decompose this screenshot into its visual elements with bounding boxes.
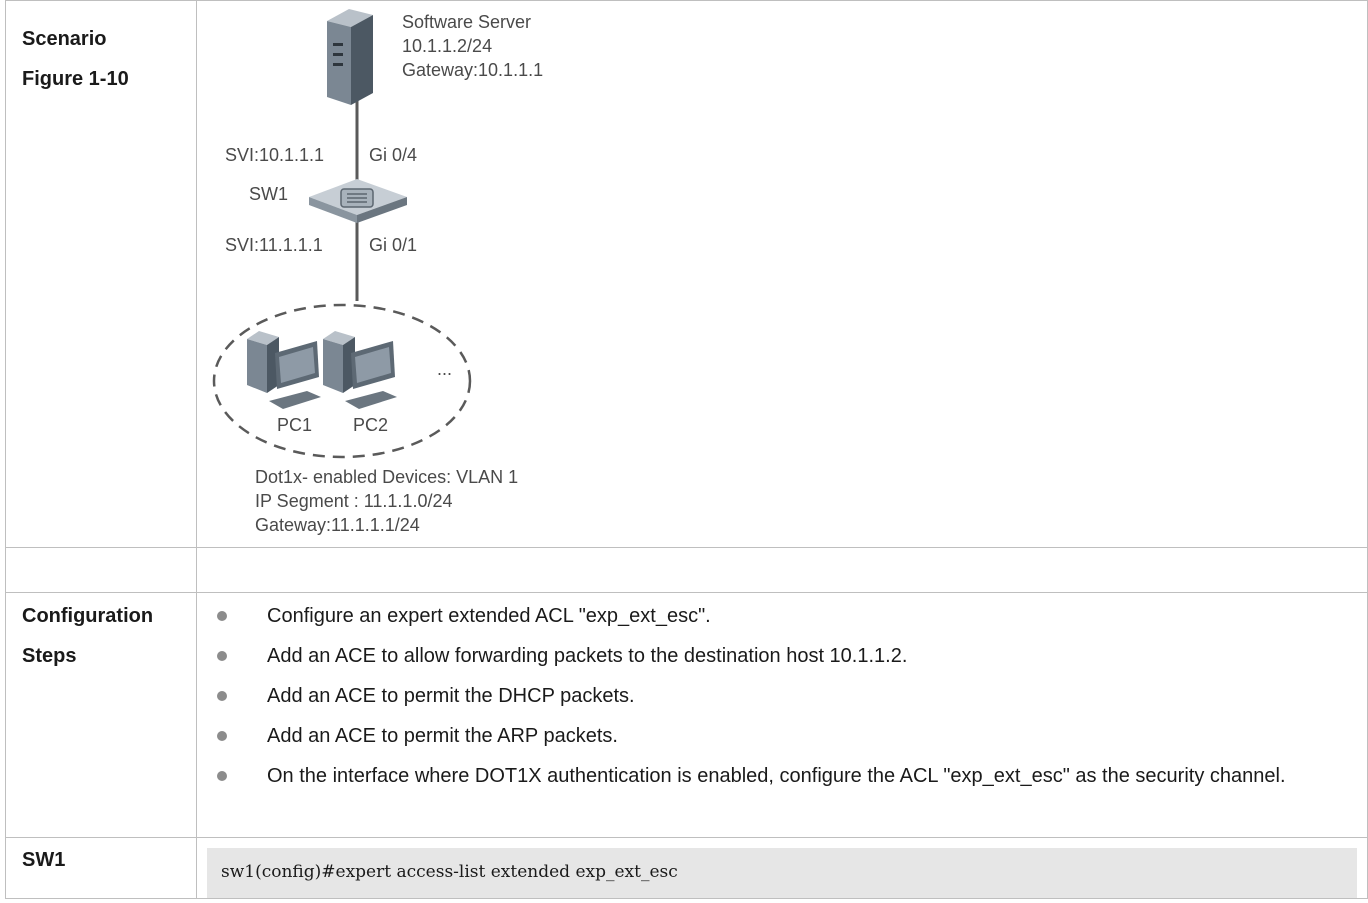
step-text: Add an ACE to allow forwarding packets t… <box>267 645 908 667</box>
server-name: Software Server <box>402 12 532 32</box>
server-ip: 10.1.1.2/24 <box>402 36 493 56</box>
configuration-label-cell: Configuration Steps <box>5 592 197 838</box>
server-gateway: Gateway:10.1.1.1 <box>402 60 544 80</box>
sw1-label: SW1 <box>22 849 66 871</box>
server-icon <box>327 9 373 105</box>
bullet-icon <box>217 771 227 781</box>
switch-name-label: SW1 <box>249 184 289 204</box>
scenario-label-cell: Scenario Figure 1-10 <box>5 0 197 548</box>
bullet-icon <box>217 611 227 621</box>
step-item: Add an ACE to permit the DHCP packets. <box>197 676 1367 716</box>
steps-label: Steps <box>22 645 77 667</box>
figure-label: Figure 1-10 <box>22 68 129 90</box>
step-text: On the interface where DOT1X authenticat… <box>267 765 1286 787</box>
empty-label-cell <box>5 547 197 593</box>
devices-ip-segment-label: IP Segment : 11.1.1.0/24 <box>255 491 453 511</box>
bullet-icon <box>217 691 227 701</box>
switch-icon <box>309 179 407 223</box>
step-text: Configure an expert extended ACL "exp_ex… <box>267 605 711 627</box>
scenario-label: Scenario <box>22 28 107 50</box>
config-table: Scenario Figure 1-10 <box>5 0 1368 899</box>
step-item: Add an ACE to allow forwarding packets t… <box>197 636 1367 676</box>
cli-command-block: sw1(config)#expert access-list extended … <box>207 848 1357 898</box>
pc2-icon <box>323 331 397 409</box>
scenario-diagram-cell: Software Server 10.1.1.2/24 Gateway:10.1… <box>196 0 1368 548</box>
step-text: Add an ACE to permit the ARP packets. <box>267 725 618 747</box>
step-item: On the interface where DOT1X authenticat… <box>197 756 1367 796</box>
bullet-icon <box>217 651 227 661</box>
network-diagram: Software Server 10.1.1.2/24 Gateway:10.1… <box>197 1 1367 547</box>
sw1-label-cell: SW1 <box>5 837 197 899</box>
configuration-steps-cell: Configure an expert extended ACL "exp_ex… <box>196 592 1368 838</box>
pc1-label: PC1 <box>277 415 313 435</box>
devices-gateway-label: Gateway:11.1.1.1/24 <box>255 515 420 535</box>
svi-bottom-label: SVI:11.1.1.1 <box>225 235 323 255</box>
bullet-icon <box>217 731 227 741</box>
svi-top-label: SVI:10.1.1.1 <box>225 145 325 165</box>
topology-graphic <box>212 9 472 459</box>
configuration-label: Configuration <box>22 605 154 627</box>
step-item: Configure an expert extended ACL "exp_ex… <box>197 596 1367 636</box>
step-item: Add an ACE to permit the ARP packets. <box>197 716 1367 756</box>
devices-vlan-label: Dot1x- enabled Devices: VLAN 1 <box>255 467 519 487</box>
port-top-label: Gi 0/4 <box>369 145 418 165</box>
port-bottom-label: Gi 0/1 <box>369 235 418 255</box>
configuration-steps-list: Configure an expert extended ACL "exp_ex… <box>197 593 1367 796</box>
more-pcs-ellipsis: ... <box>437 359 453 379</box>
pc1-icon <box>247 331 321 409</box>
sw1-code-cell: sw1(config)#expert access-list extended … <box>196 837 1368 899</box>
step-text: Add an ACE to permit the DHCP packets. <box>267 685 635 707</box>
pc2-label: PC2 <box>353 415 389 435</box>
empty-content-cell <box>196 547 1368 593</box>
vlan-group-outline <box>212 303 472 459</box>
